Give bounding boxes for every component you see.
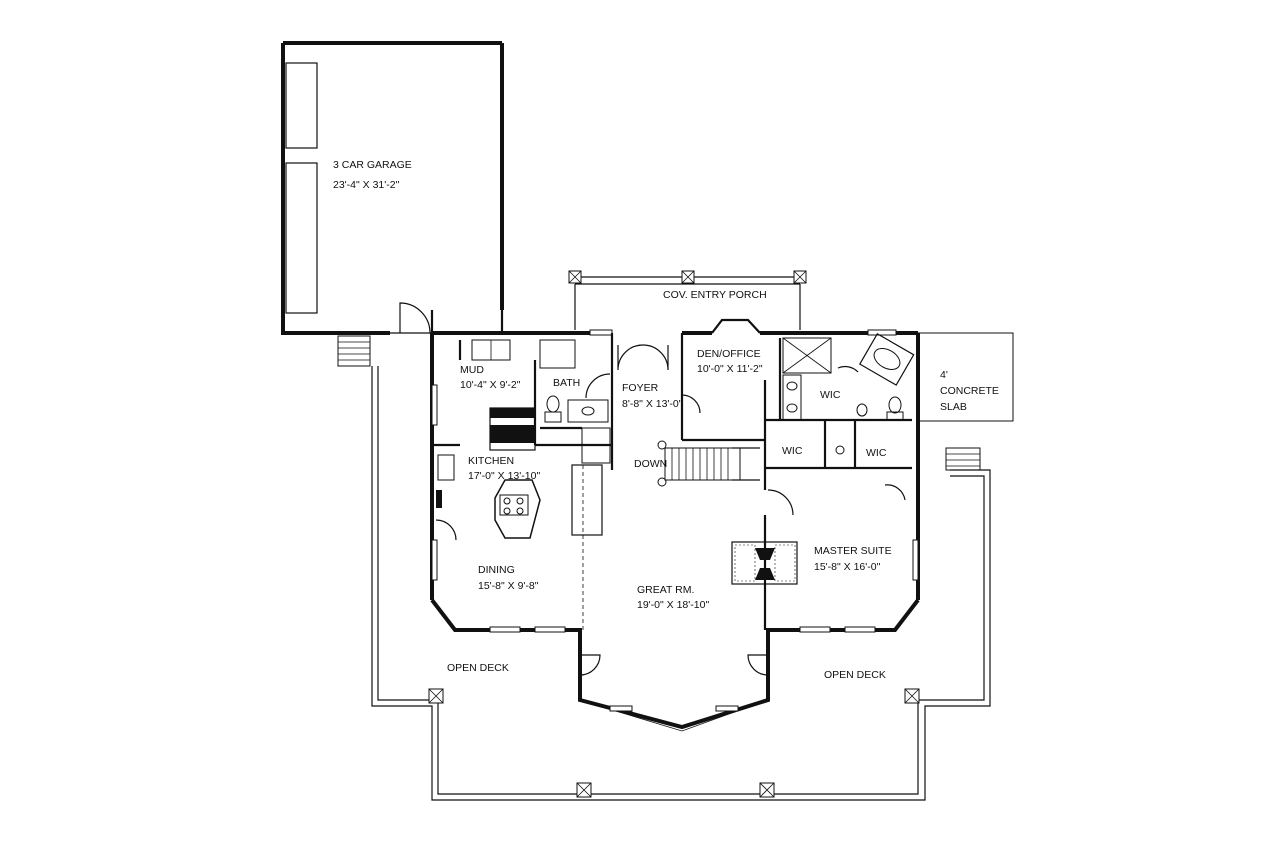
open-deck-left: OPEN DECK bbox=[447, 662, 509, 674]
kitchen-name: KITCHEN bbox=[468, 455, 514, 467]
covered-porch bbox=[568, 270, 807, 330]
mud-name: MUD bbox=[460, 364, 484, 376]
wic-left-name: WIC bbox=[782, 445, 803, 457]
interior-walls bbox=[432, 332, 915, 676]
bath-name: BATH bbox=[553, 377, 580, 389]
foyer-name: FOYER bbox=[622, 382, 659, 394]
wic-top-name: WIC bbox=[820, 389, 841, 401]
mud-dims: 10'-4" X 9'-2" bbox=[460, 379, 521, 391]
open-decks bbox=[337, 335, 991, 801]
garage bbox=[281, 41, 504, 335]
master-suite-name: MASTER SUITE bbox=[814, 545, 892, 557]
slab-line2: CONCRETE bbox=[940, 385, 999, 397]
slab-line3: SLAB bbox=[940, 401, 967, 413]
great-room-name: GREAT RM. bbox=[637, 584, 694, 596]
master-suite-dims: 15'-8" X 16'-0" bbox=[814, 561, 881, 573]
stairs bbox=[657, 440, 760, 487]
porch-name: COV. ENTRY PORCH bbox=[663, 289, 767, 301]
garage-name: 3 CAR GARAGE bbox=[333, 159, 412, 171]
slab-line1: 4' bbox=[940, 369, 948, 381]
concrete-slab bbox=[917, 332, 1014, 422]
garage-dims: 23'-4" X 31'-2" bbox=[333, 179, 400, 191]
kitchen-dims: 17'-0" X 13'-10" bbox=[468, 470, 540, 482]
windows bbox=[431, 329, 919, 712]
down-label: DOWN bbox=[634, 458, 667, 470]
great-room-dims: 19'-0" X 18'-10" bbox=[637, 599, 709, 611]
open-deck-right: OPEN DECK bbox=[824, 669, 886, 681]
wic-right-name: WIC bbox=[866, 447, 887, 459]
dining-dims: 15'-8" X 9'-8" bbox=[478, 580, 539, 592]
dining-name: DINING bbox=[478, 564, 515, 576]
foyer-dims: 8'-8" X 13'-0" bbox=[622, 398, 683, 410]
den-dims: 10'-0" X 11'-2" bbox=[697, 363, 763, 375]
den-name: DEN/OFFICE bbox=[697, 348, 761, 360]
room-labels: 3 CAR GARAGE 23'-4" X 31'-2" COV. ENTRY … bbox=[333, 159, 999, 681]
fireplace bbox=[731, 541, 798, 585]
